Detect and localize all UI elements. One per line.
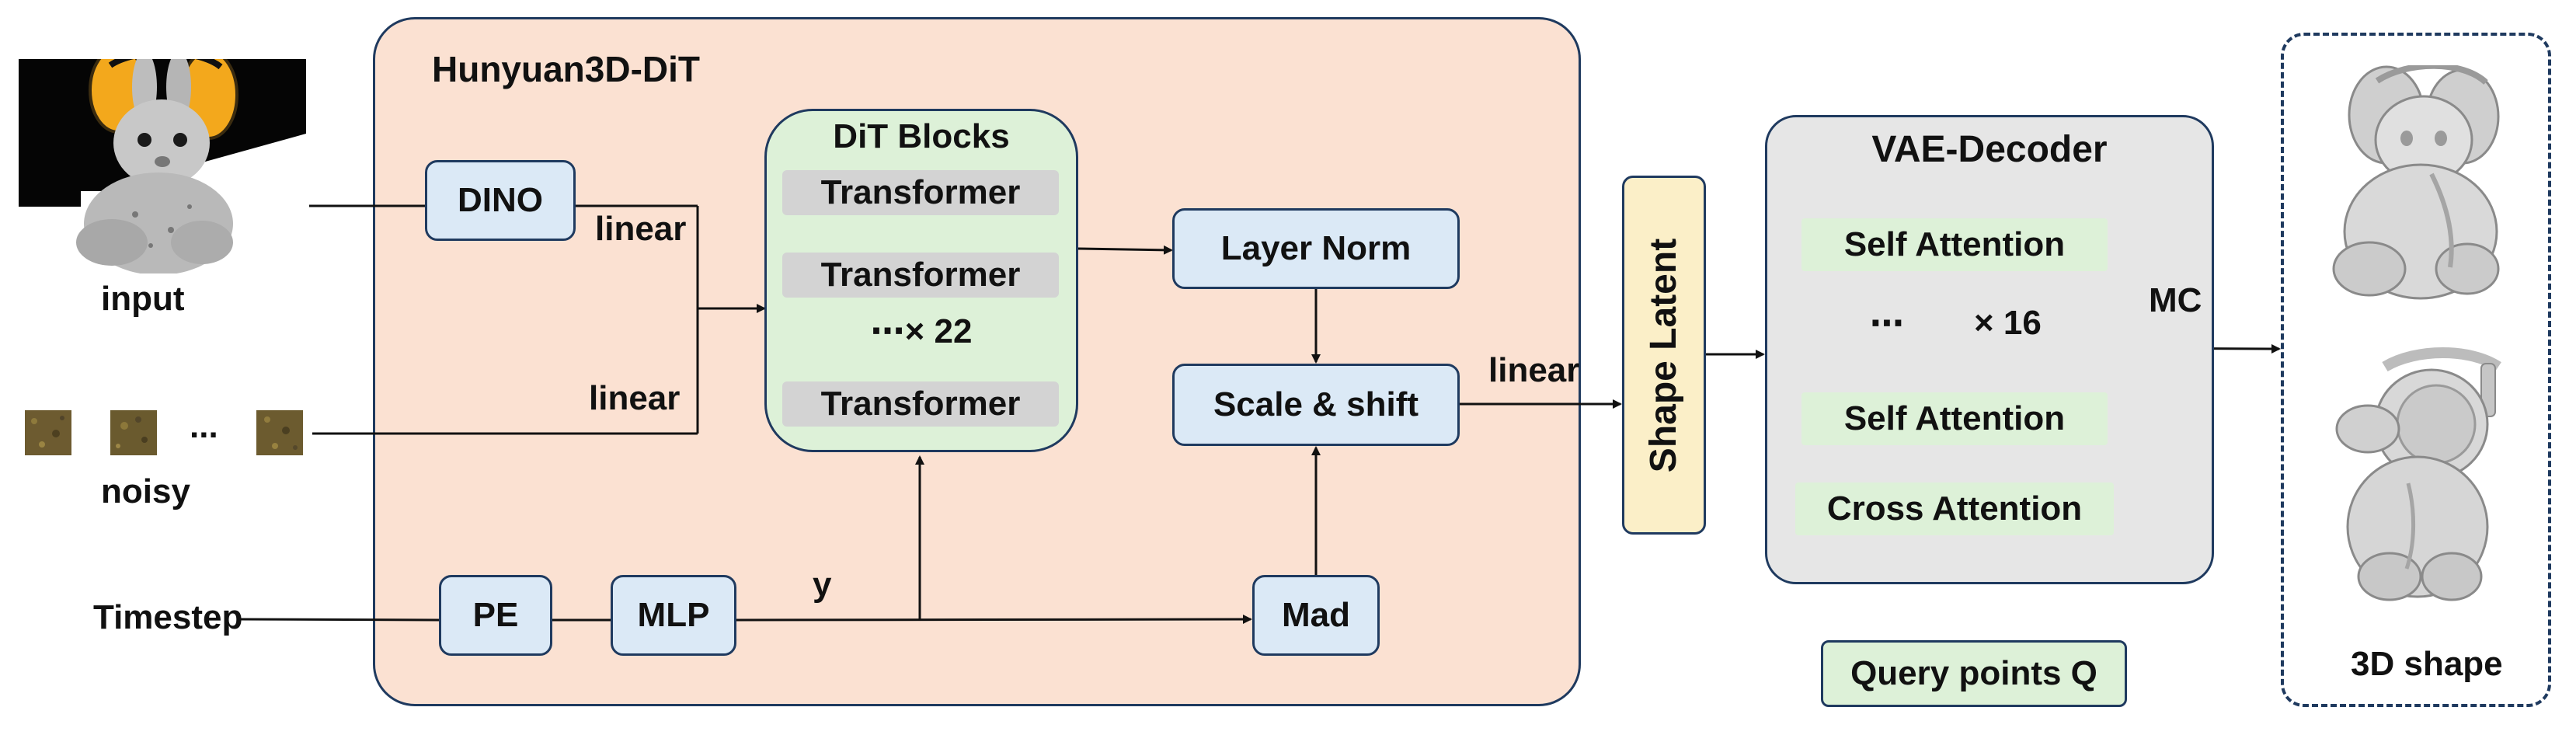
hunyuan-dit-title: Hunyuan3D-DiT bbox=[432, 49, 700, 89]
self-attention-block-1: Self Attention bbox=[1801, 218, 2108, 271]
self-attention-label: Self Attention bbox=[1843, 399, 2066, 437]
scale-shift-label: Scale & shift bbox=[1213, 385, 1419, 423]
input-label: input bbox=[101, 280, 185, 318]
shape-latent-label: Shape Latent bbox=[1643, 238, 1685, 472]
dino-label: DINO bbox=[458, 181, 543, 219]
self-attention-block-2: Self Attention bbox=[1801, 392, 2108, 445]
self-attention-label: Self Attention bbox=[1843, 225, 2066, 263]
noise-patch bbox=[110, 410, 157, 455]
mc-label: MC bbox=[2149, 281, 2202, 319]
output-panel bbox=[2281, 33, 2551, 707]
layer-norm-box: Layer Norm bbox=[1172, 208, 1460, 289]
query-points-box: Query points Q bbox=[1821, 640, 2127, 707]
input-image bbox=[19, 47, 306, 275]
transformer-block-2: Transformer bbox=[782, 253, 1059, 298]
noisy-label: noisy bbox=[101, 472, 190, 510]
linear-label-top: linear bbox=[595, 210, 687, 248]
3d-shape-render-bottom bbox=[2315, 343, 2517, 608]
mlp-box: MLP bbox=[611, 575, 736, 656]
y-label: y bbox=[813, 566, 832, 604]
3d-shape-label: 3D shape bbox=[2351, 645, 2503, 683]
dit-blocks-title: DiT Blocks bbox=[833, 117, 1010, 155]
dino-box: DINO bbox=[425, 160, 576, 241]
transformer-label: Transformer bbox=[820, 385, 1021, 423]
vae-repeat-label: × 16 bbox=[1974, 304, 2042, 342]
cross-attention-label: Cross Attention bbox=[1826, 489, 2083, 528]
3d-shape-render-top bbox=[2315, 62, 2517, 308]
mad-label: Mad bbox=[1282, 596, 1350, 634]
pe-label: PE bbox=[472, 596, 519, 634]
transformer-block-3: Transformer bbox=[782, 381, 1059, 427]
transformer-label: Transformer bbox=[820, 256, 1021, 294]
dit-blocks-box: DiT Blocks Transformer Transformer ⋯× 22… bbox=[764, 109, 1078, 452]
mad-box: Mad bbox=[1252, 575, 1380, 656]
vae-decoder-title: VAE-Decoder bbox=[1871, 129, 2108, 170]
dit-repeat-label: ⋯× 22 bbox=[870, 312, 973, 350]
noise-patch bbox=[256, 410, 303, 455]
query-points-label: Query points Q bbox=[1850, 654, 2097, 692]
transformer-block-1: Transformer bbox=[782, 170, 1059, 215]
noise-patch bbox=[25, 410, 71, 455]
linear-label-out: linear bbox=[1488, 351, 1580, 389]
pe-box: PE bbox=[439, 575, 552, 656]
cross-attention-block: Cross Attention bbox=[1795, 482, 2114, 535]
vae-ellipsis: ⋯ bbox=[1870, 305, 1904, 343]
transformer-label: Transformer bbox=[820, 173, 1021, 211]
mlp-label: MLP bbox=[637, 596, 710, 634]
noisy-ellipsis: ... bbox=[190, 407, 218, 445]
layer-norm-label: Layer Norm bbox=[1220, 229, 1412, 267]
linear-label-bottom: linear bbox=[589, 379, 681, 417]
scale-shift-box: Scale & shift bbox=[1172, 364, 1460, 446]
timestep-label: Timestep bbox=[93, 598, 243, 636]
vae-decoder-box: VAE-Decoder Self Attention ⋯ × 16 Self A… bbox=[1765, 115, 2214, 584]
shape-latent-box: Shape Latent bbox=[1622, 176, 1706, 535]
